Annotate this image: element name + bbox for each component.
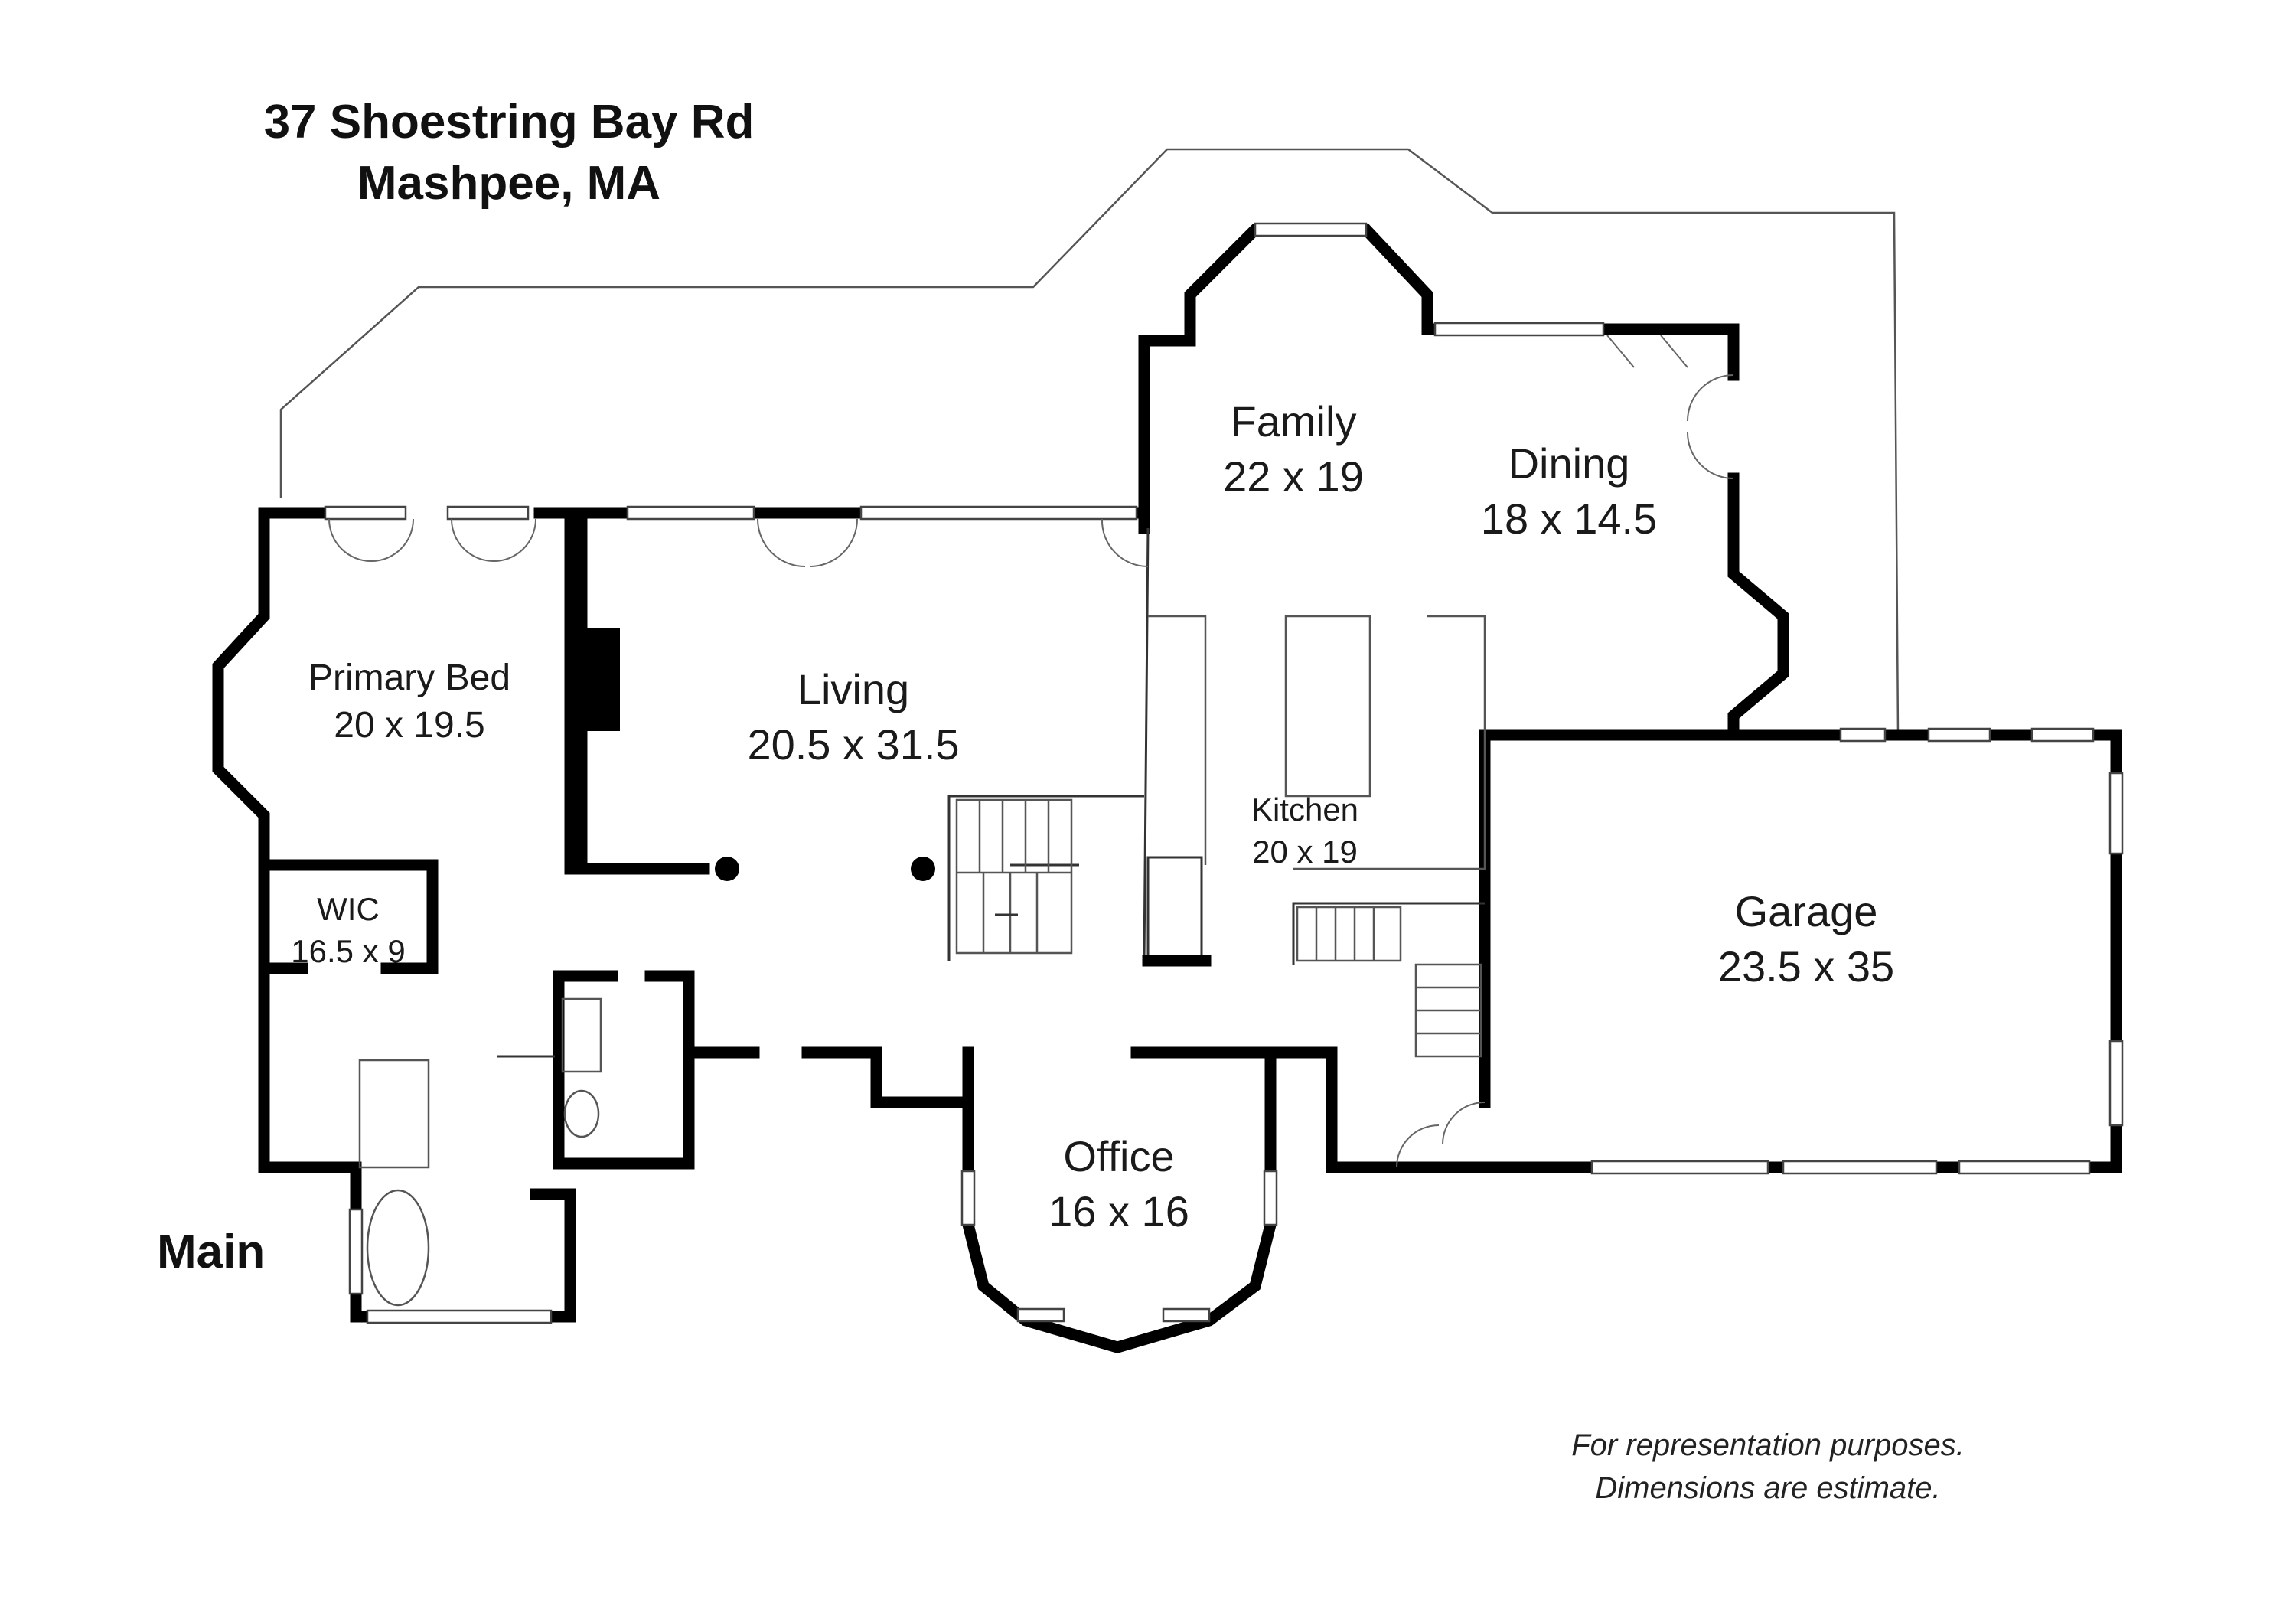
kitchen-counters (1142, 615, 1486, 1058)
room-name: Family (1230, 397, 1357, 446)
address-line2: Mashpee, MA (357, 157, 661, 210)
room-dims: 22 x 19 (1223, 452, 1364, 501)
room-dining: Dining 18 x 14.5 (1481, 436, 1657, 547)
primary-suite-walls (212, 505, 576, 1324)
deck-outline (279, 148, 1900, 736)
room-name: Office (1063, 1132, 1175, 1180)
room-dims: 16 x 16 (1049, 1187, 1189, 1235)
room-name: Dining (1508, 439, 1630, 488)
room-dims: 20.5 x 31.5 (747, 720, 960, 769)
disclaimer-line1: For representation purposes. (1571, 1428, 1965, 1462)
bath-walls (497, 970, 974, 1170)
room-living: Living 20.5 x 31.5 (747, 662, 959, 772)
room-name: Living (797, 665, 910, 713)
address-line1: 37 Shoestring Bay Rd (263, 96, 755, 149)
room-dims: 18 x 14.5 (1480, 495, 1658, 543)
living-walls (572, 505, 1150, 881)
room-name: Primary Bed (308, 658, 511, 698)
room-kitchen: Kitchen 20 x 19 (1251, 788, 1358, 873)
room-dims: 20 x 19.5 (334, 705, 485, 746)
room-dims: 20 x 19 (1252, 834, 1358, 870)
office-walls (960, 1046, 1278, 1353)
room-family: Family 22 x 19 (1223, 394, 1364, 504)
disclaimer: For representation purposes. Dimensions … (1500, 1424, 2036, 1510)
room-name: Kitchen (1251, 792, 1359, 827)
entry-walls (1264, 1046, 1491, 1173)
room-wic: WIC 16.5 x 9 (291, 888, 405, 972)
level-label: Main (157, 1226, 266, 1278)
address-title: 37 Shoestring Bay Rd Mashpee, MA (241, 92, 777, 214)
family-dining-walls (1138, 222, 1789, 961)
disclaimer-line2: Dimensions are estimate. (1595, 1471, 1941, 1505)
room-primary-bed: Primary Bed 20 x 19.5 (308, 654, 510, 749)
stairs (947, 795, 1144, 961)
room-garage: Garage 23.5 x 35 (1718, 884, 1894, 994)
room-office: Office 16 x 16 (1049, 1129, 1189, 1239)
room-name: Garage (1734, 887, 1878, 935)
room-name: WIC (317, 891, 380, 927)
room-dims: 23.5 x 35 (1717, 942, 1895, 991)
room-dims: 16.5 x 9 (291, 933, 406, 969)
